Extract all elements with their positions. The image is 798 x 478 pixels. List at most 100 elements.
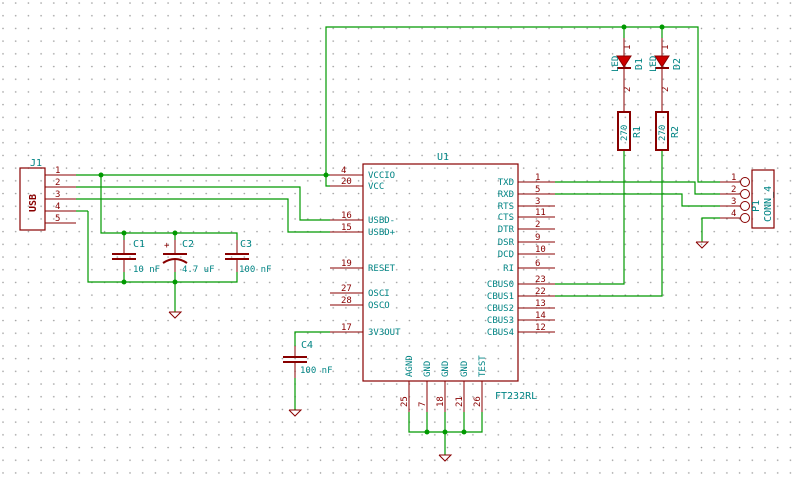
r1-resistor[interactable]: 270 R1	[617, 88, 643, 151]
d2-ref: D2	[672, 58, 683, 70]
u1-pin-name: CBUS1	[487, 292, 514, 302]
junction-dot	[424, 429, 430, 435]
r2-value: 270	[658, 125, 668, 141]
u1-pin-number: 16	[341, 211, 352, 221]
u1-pin-name: 3V3OUT	[368, 328, 401, 338]
d2-led[interactable]: 1 2 D2 LED	[649, 38, 683, 92]
junction-dot	[621, 24, 627, 30]
u1-pin-number: 15	[341, 223, 352, 233]
d1-led[interactable]: 1 2 D1 LED	[611, 38, 645, 92]
wires	[76, 26, 720, 455]
u1-pin-number: 28	[341, 296, 352, 306]
d1-value: LED	[611, 56, 621, 72]
c2-value: 4.7 uF	[182, 265, 215, 275]
ground-icon	[288, 409, 303, 417]
c3-value: 100 nF	[239, 265, 272, 275]
u1-pin-number: 1	[535, 173, 540, 183]
u1-pin-name: CBUS4	[487, 328, 514, 338]
c2-capacitor[interactable]: + C2 4.7 uF	[162, 239, 215, 275]
junction-dot	[442, 429, 448, 435]
c1-capacitor[interactable]: C1 10 nF	[112, 239, 160, 275]
u1-pin-name: TEST	[478, 355, 488, 377]
ground-icon	[695, 241, 710, 249]
junctions	[98, 24, 665, 435]
u1-pin-number: 20	[341, 177, 352, 187]
u1-pin-name: GND	[460, 361, 470, 377]
p1-ref: P1	[751, 200, 762, 212]
p1-pin-number: 3	[731, 197, 736, 207]
u1-pin-number: 14	[535, 311, 546, 321]
u1-pin-name: DCD	[498, 250, 514, 260]
r2-ref: R2	[670, 126, 681, 138]
d1-ref: D1	[634, 58, 645, 70]
j1-pin-number: 3	[55, 190, 60, 200]
u1-value: FT232RL	[495, 391, 537, 402]
u1-pin-number: 7	[418, 402, 428, 407]
u1-pin-number: 18	[436, 396, 446, 407]
u1-pin-name: VCCIO	[368, 171, 395, 181]
u1-body	[362, 163, 519, 382]
u1-pin-name: USBD-	[368, 216, 395, 226]
u1-pin-name: DSR	[498, 238, 515, 248]
u1-pin-number: 19	[341, 259, 352, 269]
u1-pin-number: 13	[535, 299, 546, 309]
j1-pin-number: 5	[55, 214, 60, 224]
c1-value: 10 nF	[133, 265, 160, 275]
c4-ref: C4	[301, 340, 313, 351]
r2-resistor[interactable]: 270 R2	[655, 88, 681, 151]
u1-pin-name: VCC	[368, 182, 384, 192]
j1-pin-number: 1	[55, 166, 60, 176]
junction-dot	[121, 230, 127, 236]
u1-pin-number: 4	[341, 166, 346, 176]
junction-dot	[323, 172, 329, 178]
junction-dot	[172, 279, 178, 285]
ground-icon	[168, 311, 183, 319]
p1-pin-circle	[740, 213, 750, 223]
p1-pin-circle	[740, 201, 750, 211]
c3-capacitor[interactable]: C3 100 nF	[225, 239, 272, 275]
p1-pin-circle	[740, 189, 750, 199]
u1-pin-name: RTS	[498, 202, 514, 212]
c2-ref: C2	[182, 239, 194, 250]
u1-pin-name: CTS	[498, 213, 514, 223]
j1-pin-number: 4	[55, 202, 60, 212]
svg-text:+: +	[164, 241, 170, 251]
d1-symbol	[616, 55, 632, 68]
u1-pin-number: 17	[341, 323, 352, 333]
u1-pin-number: 22	[535, 287, 546, 297]
ground-icon	[438, 454, 453, 462]
j1-value: USB	[28, 194, 39, 212]
ground-symbols	[168, 241, 710, 462]
junction-dot	[659, 24, 665, 30]
d2-symbol	[654, 55, 670, 68]
u1-pin-name: RESET	[368, 264, 396, 274]
junction-dot	[461, 429, 467, 435]
r1-value: 270	[620, 125, 630, 141]
p1-pin-number: 1	[731, 173, 736, 183]
c4-value: 100 nF	[300, 366, 333, 376]
u1-pin-name: CBUS2	[487, 304, 514, 314]
c4-capacitor[interactable]: C4 100 nF	[283, 340, 333, 378]
u1-pin-number: 3	[535, 197, 540, 207]
u1-pin-number: 25	[400, 396, 410, 407]
u1-pin-number: 12	[535, 323, 546, 333]
d2-pin2: 2	[661, 87, 671, 92]
u1-pin-number: 11	[535, 208, 546, 218]
r1-ref: R1	[632, 126, 643, 138]
u1-pin-name: RI	[503, 264, 514, 274]
u1-pin-number: 27	[341, 284, 352, 294]
c3-ref: C3	[240, 239, 252, 250]
u1-pin-name: TXD	[498, 178, 514, 188]
u1-pin-number: 26	[473, 396, 483, 407]
u1-pin-name: OSCO	[368, 301, 390, 311]
j1-ref: J1	[30, 158, 42, 169]
u1-pin-number: 23	[535, 275, 546, 285]
p1-pin-circle	[740, 177, 750, 187]
u1-pin-name: GND	[423, 361, 433, 377]
